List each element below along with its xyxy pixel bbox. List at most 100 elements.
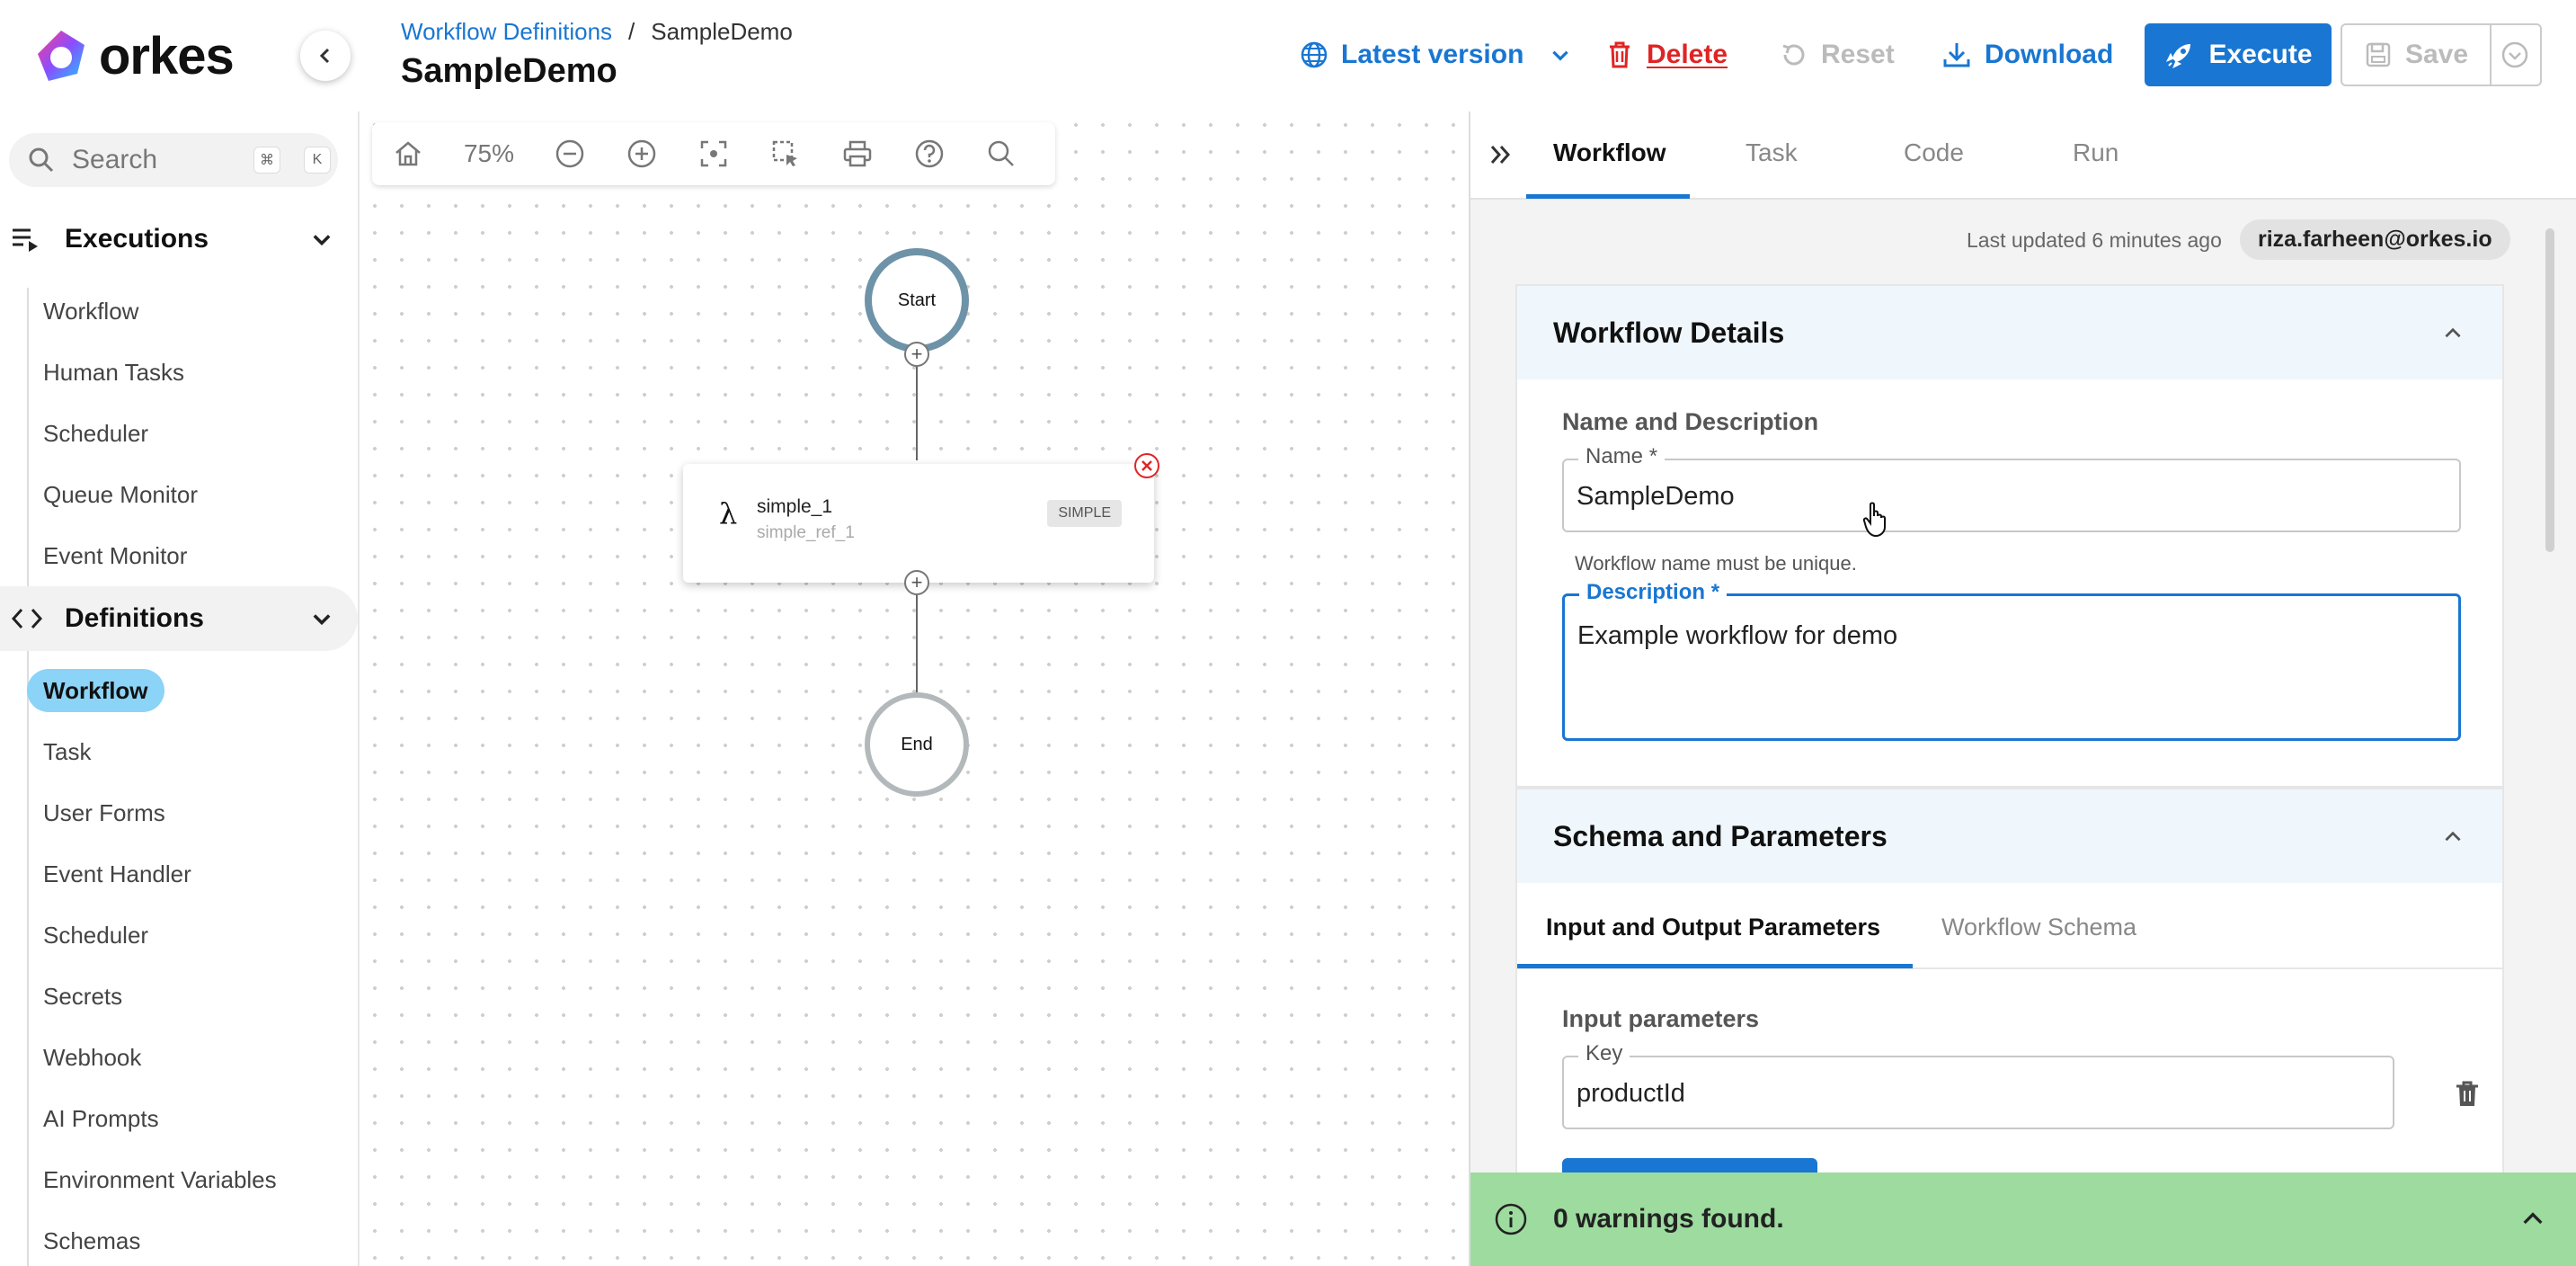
key-field-value: productId	[1577, 1079, 1685, 1108]
sidebar-item-user-forms[interactable]: User Forms	[43, 798, 165, 826]
schema-parameters-header[interactable]: Schema and Parameters	[1517, 789, 2502, 883]
breadcrumb-workflow-definitions[interactable]: Workflow Definitions	[401, 18, 613, 45]
add-task-after-simple-button[interactable]: +	[904, 570, 929, 595]
workflow-details-header[interactable]: Workflow Details	[1517, 286, 2502, 379]
chevron-down-icon	[1552, 50, 1569, 61]
canvas-search-button[interactable]	[965, 122, 1037, 185]
name-field[interactable]: Name * SampleDemo	[1562, 444, 2461, 532]
fit-view-button[interactable]	[678, 122, 750, 185]
task-type-badge: SIMPLE	[1047, 500, 1122, 527]
reset-icon	[1782, 44, 1805, 66]
warnings-bar[interactable]: 0 warnings found.	[1470, 1172, 2576, 1266]
remove-task-button[interactable]	[1134, 453, 1159, 478]
sidebar-search[interactable]: Search ⌘ K	[9, 133, 338, 187]
task-name: simple_1	[757, 496, 833, 517]
zoom-out-button[interactable]	[534, 122, 606, 185]
download-icon	[1943, 43, 1970, 67]
edge-task-to-end	[916, 583, 918, 692]
start-node[interactable]: Start	[865, 248, 969, 352]
schema-subtabs: Input and Output Parameters Workflow Sch…	[1517, 883, 2502, 969]
delete-label: Delete	[1647, 40, 1728, 69]
download-label: Download	[1985, 40, 2114, 69]
zoom-in-button[interactable]	[606, 122, 678, 185]
add-task-after-start-button[interactable]: +	[904, 342, 929, 367]
save-options-button[interactable]	[2490, 23, 2542, 86]
version-select[interactable]: Latest version	[1300, 23, 1572, 86]
lambda-icon: λ	[719, 496, 738, 530]
sidebar-item-executions-scheduler[interactable]: Scheduler	[43, 419, 149, 447]
sidebar-item-human-tasks[interactable]: Human Tasks	[43, 358, 185, 386]
panel-tabs: Workflow Task Code Run	[1470, 111, 2576, 200]
task-node-simple-1[interactable]: λ simple_1 simple_ref_1 SIMPLE	[683, 464, 1154, 583]
chevron-down-icon	[313, 614, 331, 626]
sidebar-item-secrets[interactable]: Secrets	[43, 982, 123, 1010]
executions-section-header[interactable]: Executions	[0, 207, 358, 272]
definitions-section-header[interactable]: Definitions	[0, 586, 358, 651]
download-button[interactable]: Download	[1941, 23, 2113, 86]
home-button[interactable]	[372, 122, 444, 185]
collapse-sidebar-button[interactable]	[300, 31, 351, 81]
tab-run[interactable]: Run	[2073, 138, 2119, 166]
input-parameters-subtitle: Input parameters	[1562, 1005, 1760, 1032]
execute-label: Execute	[2208, 40, 2313, 69]
zoom-level: 75%	[463, 139, 515, 167]
sidebar-item-executions-workflow[interactable]: Workflow	[43, 297, 139, 325]
search-icon	[988, 140, 1014, 166]
description-field-value: Example workflow for demo	[1577, 621, 1898, 650]
description-field-label: Description *	[1579, 580, 1728, 605]
executions-tree-line	[27, 288, 29, 674]
last-updated-text: Last updated 6 minutes ago	[1967, 228, 2222, 252]
trash-icon[interactable]	[2454, 1079, 2481, 1110]
chevron-up-icon[interactable]	[2518, 1205, 2547, 1234]
save-button[interactable]: Save	[2341, 23, 2492, 86]
subtab-workflow-schema[interactable]: Workflow Schema	[1941, 914, 2137, 941]
editor-panel: Workflow Task Code Run Last updated 6 mi…	[1469, 111, 2576, 1266]
user-chip: riza.farheen@orkes.io	[2240, 219, 2510, 260]
orkes-logo-icon	[38, 31, 84, 81]
print-button[interactable]	[822, 122, 893, 185]
tab-task[interactable]: Task	[1745, 138, 1798, 166]
tab-code[interactable]: Code	[1904, 138, 1964, 166]
sidebar-item-event-handler[interactable]: Event Handler	[43, 860, 191, 887]
search-placeholder: Search	[72, 145, 158, 174]
search-icon	[29, 147, 54, 173]
sidebar-item-ai-prompts[interactable]: AI Prompts	[43, 1104, 159, 1132]
active-tab-indicator	[1526, 194, 1690, 199]
reset-button[interactable]: Reset	[1780, 23, 1895, 86]
sidebar-item-environment-variables[interactable]: Environment Variables	[43, 1165, 277, 1193]
help-button[interactable]	[893, 122, 965, 185]
sidebar: Search ⌘ K Executions Workflow Human Tas…	[0, 111, 360, 1266]
schema-parameters-title: Schema and Parameters	[1553, 819, 1888, 852]
orkes-logo[interactable]: orkes	[32, 23, 235, 88]
end-node[interactable]: End	[865, 692, 969, 797]
subtab-input-output-parameters[interactable]: Input and Output Parameters	[1546, 914, 1881, 941]
name-field-value: SampleDemo	[1577, 482, 1735, 511]
edge-start-to-task	[916, 354, 918, 460]
select-area-button[interactable]	[750, 122, 822, 185]
tab-workflow[interactable]: Workflow	[1553, 138, 1666, 166]
input-key-field[interactable]: Key productId	[1562, 1041, 2394, 1129]
definitions-label: Definitions	[65, 603, 204, 633]
sidebar-item-definitions-workflow[interactable]: Workflow	[27, 669, 164, 712]
version-label: Latest version	[1341, 40, 1524, 69]
panel-scrollbar[interactable]	[2545, 228, 2554, 552]
trash-icon	[1610, 41, 1630, 68]
canvas-toolbar: 75%	[372, 122, 1055, 185]
hand-cursor-icon	[1862, 502, 1886, 538]
workflow-canvas[interactable]: 75% Start + λ simple_1 simple_ref_1 SIMP…	[361, 111, 1469, 1266]
sidebar-item-definitions-scheduler[interactable]: Scheduler	[43, 921, 149, 949]
double-chevron-right-icon[interactable]	[1485, 138, 1517, 171]
sidebar-item-schemas[interactable]: Schemas	[43, 1226, 141, 1254]
description-field[interactable]: Description * Example workflow for demo	[1562, 580, 2461, 741]
sidebar-item-webhook[interactable]: Webhook	[43, 1043, 142, 1071]
sidebar-item-queue-monitor[interactable]: Queue Monitor	[43, 480, 198, 508]
sidebar-item-event-monitor[interactable]: Event Monitor	[43, 541, 188, 569]
zoom-out-icon	[555, 139, 584, 168]
active-subtab-indicator	[1517, 964, 1913, 968]
reset-label: Reset	[1821, 40, 1895, 69]
select-area-icon	[772, 140, 797, 166]
top-header: orkes Workflow Definitions / SampleDemo …	[0, 0, 2576, 111]
execute-button[interactable]: Execute	[2145, 23, 2332, 86]
delete-button[interactable]: Delete	[1605, 23, 1728, 86]
sidebar-item-task[interactable]: Task	[43, 737, 92, 765]
